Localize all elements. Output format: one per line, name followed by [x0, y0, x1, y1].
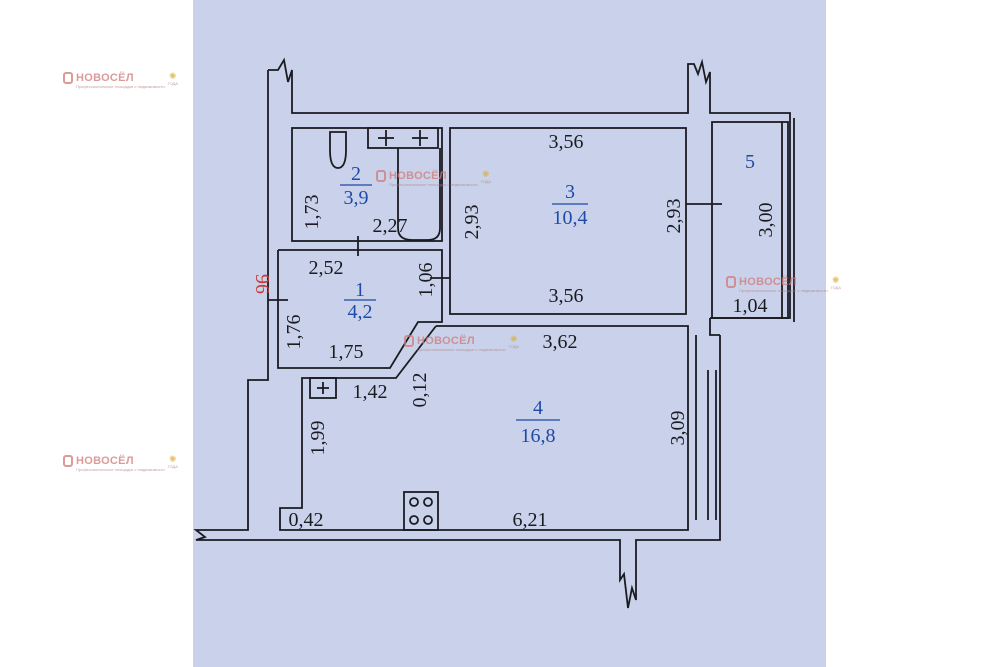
watermark-badge: ГОДА: [167, 464, 178, 469]
watermark-brand: НОВОСЁЛ: [76, 72, 134, 84]
dim-balcony-width: 1,04: [733, 295, 768, 317]
room-4-outline: [279, 325, 689, 531]
brand-logo-icon: [376, 170, 386, 182]
watermark-badge: ГОДА: [508, 344, 519, 349]
watermark: НОВОСЁЛ Профессиональные площадки о недв…: [726, 276, 841, 293]
watermark-badge: ГОДА: [480, 179, 491, 184]
sun-icon: ✺: [169, 454, 177, 464]
dim-room3-bottom: 3,56: [549, 285, 584, 307]
dim-niche-height: 1,99: [307, 421, 329, 456]
dim-bottom-left: 0,42: [289, 509, 324, 531]
room-2-outline: [291, 127, 443, 242]
brand-logo-icon: [63, 72, 73, 84]
room-3-outline: [449, 127, 687, 315]
dimensions: 1,73 2,27 3,56 2,93 2,93 3,56 3,00 1,04 …: [251, 131, 777, 531]
sun-icon: ✺: [832, 275, 840, 285]
room-4-area: 16,8: [521, 425, 556, 447]
toilet: [329, 131, 347, 169]
dim-niche-width: 1,42: [353, 381, 388, 403]
watermark-brand: НОВОСЁЛ: [76, 455, 134, 467]
outer-wall-right-lower: [709, 318, 720, 336]
dim-bath-width: 2,27: [373, 215, 408, 237]
watermark-badge: ГОДА: [167, 81, 178, 86]
sun-icon: ✺: [510, 334, 518, 344]
dim-room3-top: 3,56: [549, 131, 584, 153]
watermark: НОВОСЁЛ Профессиональные площадки о недв…: [63, 455, 178, 472]
room-3-area: 10,4: [553, 207, 588, 229]
side-mark: 96: [251, 274, 273, 294]
room-2-number: 2: [351, 163, 361, 185]
bathtub: [367, 127, 439, 149]
dim-diag: 0,12: [409, 373, 431, 408]
watermark: НОВОСЁЛ Профессиональные площадки о недв…: [376, 170, 491, 187]
brand-logo-icon: [63, 455, 73, 467]
sun-icon: ✺: [169, 71, 177, 81]
dim-hall-right: 1,06: [415, 263, 437, 298]
room-1-outline: [277, 249, 443, 369]
stove: [403, 491, 439, 531]
room-1-area: 4,2: [348, 301, 373, 323]
room-2-area: 3,9: [344, 187, 369, 209]
watermark-brand: НОВОСЁЛ: [417, 335, 475, 347]
dim-room4-top: 3,62: [543, 331, 578, 353]
sun-icon: ✺: [482, 169, 490, 179]
room-1-number: 1: [355, 279, 365, 301]
room-5-outline: [711, 121, 789, 319]
dim-room3-right: 2,93: [663, 199, 685, 234]
niche-box: [309, 377, 337, 399]
room-4-number: 4: [533, 397, 543, 419]
room-5-number: 5: [745, 151, 755, 173]
dim-room3-left: 2,93: [461, 205, 483, 240]
room-labels: 2 3,9 3 10,4 1 4,2 4 16,8 5: [340, 151, 755, 447]
dim-hall-top: 2,52: [309, 257, 344, 279]
brand-logo-icon: [404, 335, 414, 347]
watermark-tagline: Профессиональные площадки о недвижимости: [389, 182, 478, 187]
dim-bath-height: 1,73: [301, 195, 323, 230]
outer-wall-top: [268, 57, 791, 319]
room-3-number: 3: [565, 181, 575, 203]
watermark-badge: ГОДА: [830, 285, 841, 290]
watermark: НОВОСЁЛ Профессиональные площадки о недв…: [63, 72, 178, 89]
watermark-tagline: Профессиональные площадки о недвижимости: [739, 288, 828, 293]
watermark-tagline: Профессиональные площадки о недвижимости: [417, 347, 506, 352]
watermark-tagline: Профессиональные площадки о недвижимости: [76, 467, 165, 472]
watermark-brand: НОВОСЁЛ: [389, 170, 447, 182]
dim-hall-left: 1,76: [283, 315, 305, 350]
outer-wall-left: [193, 70, 721, 609]
watermark-brand: НОВОСЁЛ: [739, 276, 797, 288]
brand-logo-icon: [726, 276, 736, 288]
dim-room4-right: 3,09: [667, 411, 689, 446]
dim-hall-bottom: 1,75: [329, 341, 364, 363]
plan-paper: [193, 0, 826, 667]
watermark: НОВОСЁЛ Профессиональные площадки о недв…: [404, 335, 519, 352]
dim-bottom-main: 6,21: [513, 509, 548, 531]
dim-balcony-height: 3,00: [755, 203, 777, 238]
watermark-tagline: Профессиональные площадки о недвижимости: [76, 84, 165, 89]
